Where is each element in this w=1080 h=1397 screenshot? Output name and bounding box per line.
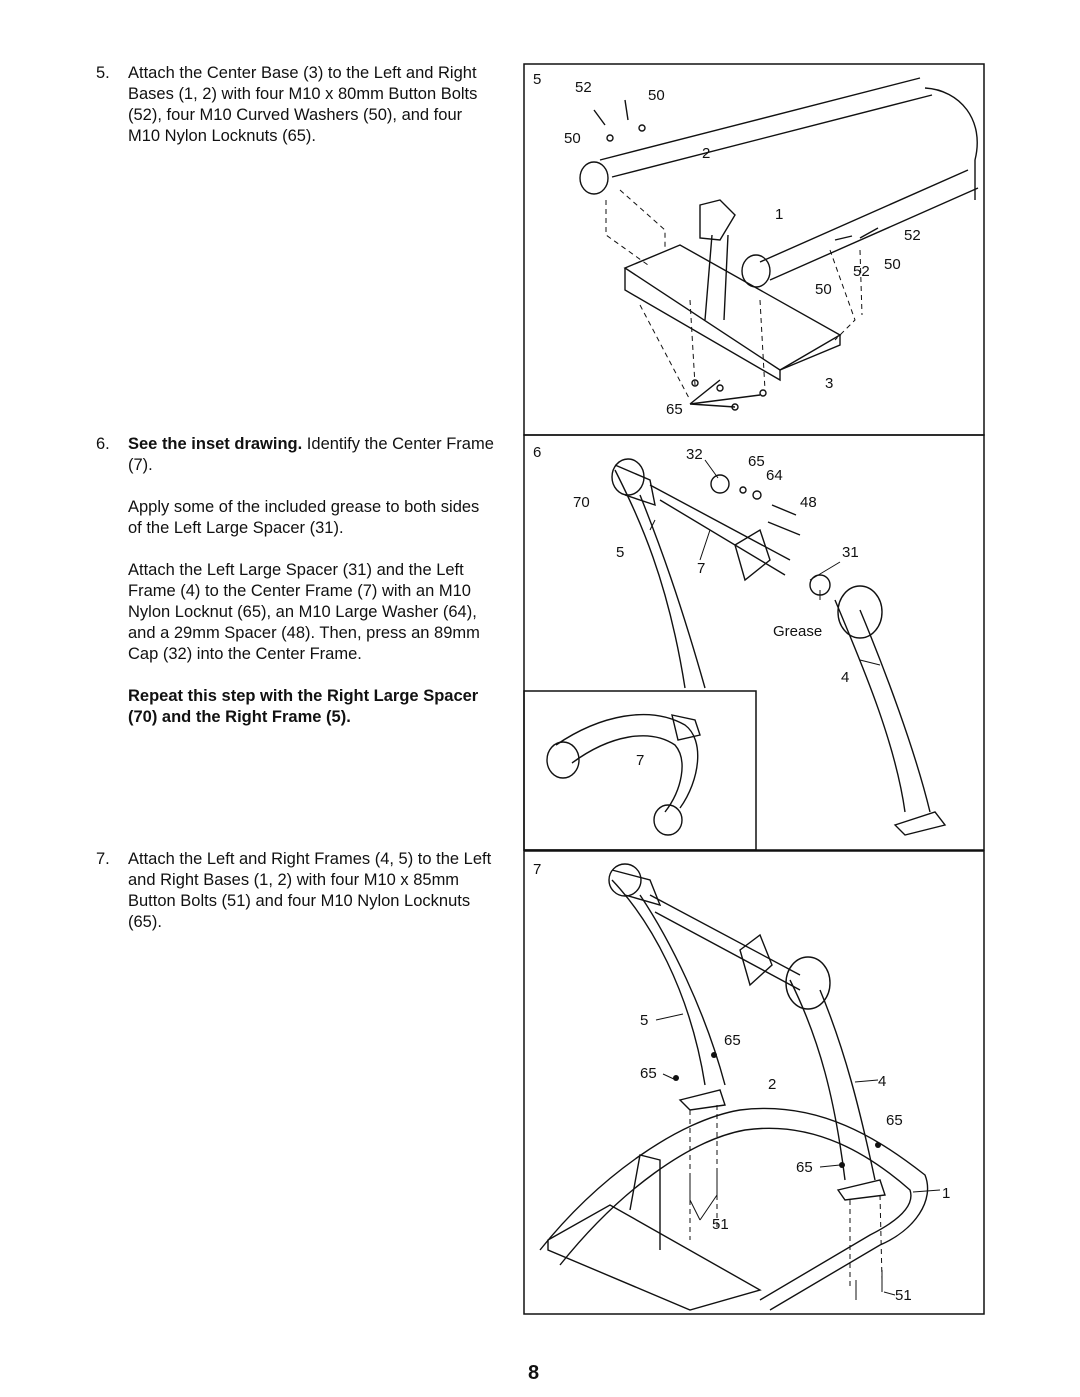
figure-step-5: 5 bbox=[533, 71, 979, 418]
callout-label: 52 bbox=[904, 227, 921, 244]
callout-label: 52 bbox=[853, 263, 870, 280]
step-number: 5. bbox=[96, 64, 110, 82]
step-5: 5. Attach the Center Base (3) to the Lef… bbox=[96, 63, 496, 147]
step-intro-text: Identify the Center Frame (7). bbox=[128, 435, 494, 474]
callout-label: 50 bbox=[884, 256, 901, 273]
step-6: 6. See the inset drawing. Identify the C… bbox=[96, 434, 496, 728]
callout-label: 3 bbox=[825, 375, 833, 392]
callout-label: 52 bbox=[575, 79, 592, 96]
figure-step-number: 7 bbox=[533, 861, 541, 878]
figure-step-number: 6 bbox=[533, 444, 541, 461]
figure-step-6: 6 32 65 64 70 48 5 bbox=[533, 444, 947, 836]
callout-label: 65 bbox=[666, 401, 683, 418]
grease-instruction: Apply some of the included grease to bot… bbox=[128, 498, 480, 537]
callout-label: 5 bbox=[616, 544, 624, 561]
callout-label: 65 bbox=[748, 453, 765, 470]
callout-label: 50 bbox=[564, 130, 581, 147]
inset-note: See the inset drawing. bbox=[128, 435, 303, 453]
figure-step-number: 5 bbox=[533, 71, 541, 88]
callout-label: Grease bbox=[773, 623, 822, 640]
attach-instruction: Attach the Left Large Spacer (31) and th… bbox=[128, 561, 480, 663]
callout-label: 2 bbox=[702, 145, 710, 162]
page-number: 8 bbox=[528, 1362, 540, 1384]
callout-label: 4 bbox=[841, 669, 849, 686]
callout-label: 65 bbox=[640, 1065, 657, 1082]
step-text: Attach the Left and Right Frames (4, 5) … bbox=[128, 850, 492, 931]
callout-label: 64 bbox=[766, 467, 783, 484]
step-intro: See the inset drawing. Identify the Cent… bbox=[128, 434, 496, 476]
step-number: 7. bbox=[96, 850, 110, 868]
callout-label: 50 bbox=[648, 87, 665, 104]
callout-label: 7 bbox=[697, 560, 705, 577]
inset-center-frame bbox=[546, 713, 701, 836]
callout-label: 31 bbox=[842, 544, 859, 561]
callout-label: 5 bbox=[640, 1012, 648, 1029]
callout-label: 65 bbox=[796, 1159, 813, 1176]
callout-label: 70 bbox=[573, 494, 590, 511]
callout-label: 1 bbox=[942, 1185, 950, 1202]
step-text: Attach the Center Base (3) to the Left a… bbox=[128, 64, 478, 145]
step-7: 7. Attach the Left and Right Frames (4, … bbox=[96, 849, 496, 933]
callout-label: 50 bbox=[815, 281, 832, 298]
figure-step-7: 7 bbox=[533, 861, 950, 1311]
callout-label: 4 bbox=[878, 1073, 886, 1090]
step-number: 6. bbox=[96, 435, 110, 453]
callout-label: 1 bbox=[775, 206, 783, 223]
callout-label: 2 bbox=[768, 1076, 776, 1093]
callout-label: 65 bbox=[886, 1112, 903, 1129]
callout-label: 7 bbox=[636, 752, 644, 769]
callout-label: 51 bbox=[712, 1216, 729, 1233]
callout-label: 51 bbox=[895, 1287, 912, 1304]
callout-label: 65 bbox=[724, 1032, 741, 1049]
repeat-instruction: Repeat this step with the Right Large Sp… bbox=[128, 687, 479, 726]
callout-label: 32 bbox=[686, 446, 703, 463]
callout-label: 48 bbox=[800, 494, 817, 511]
